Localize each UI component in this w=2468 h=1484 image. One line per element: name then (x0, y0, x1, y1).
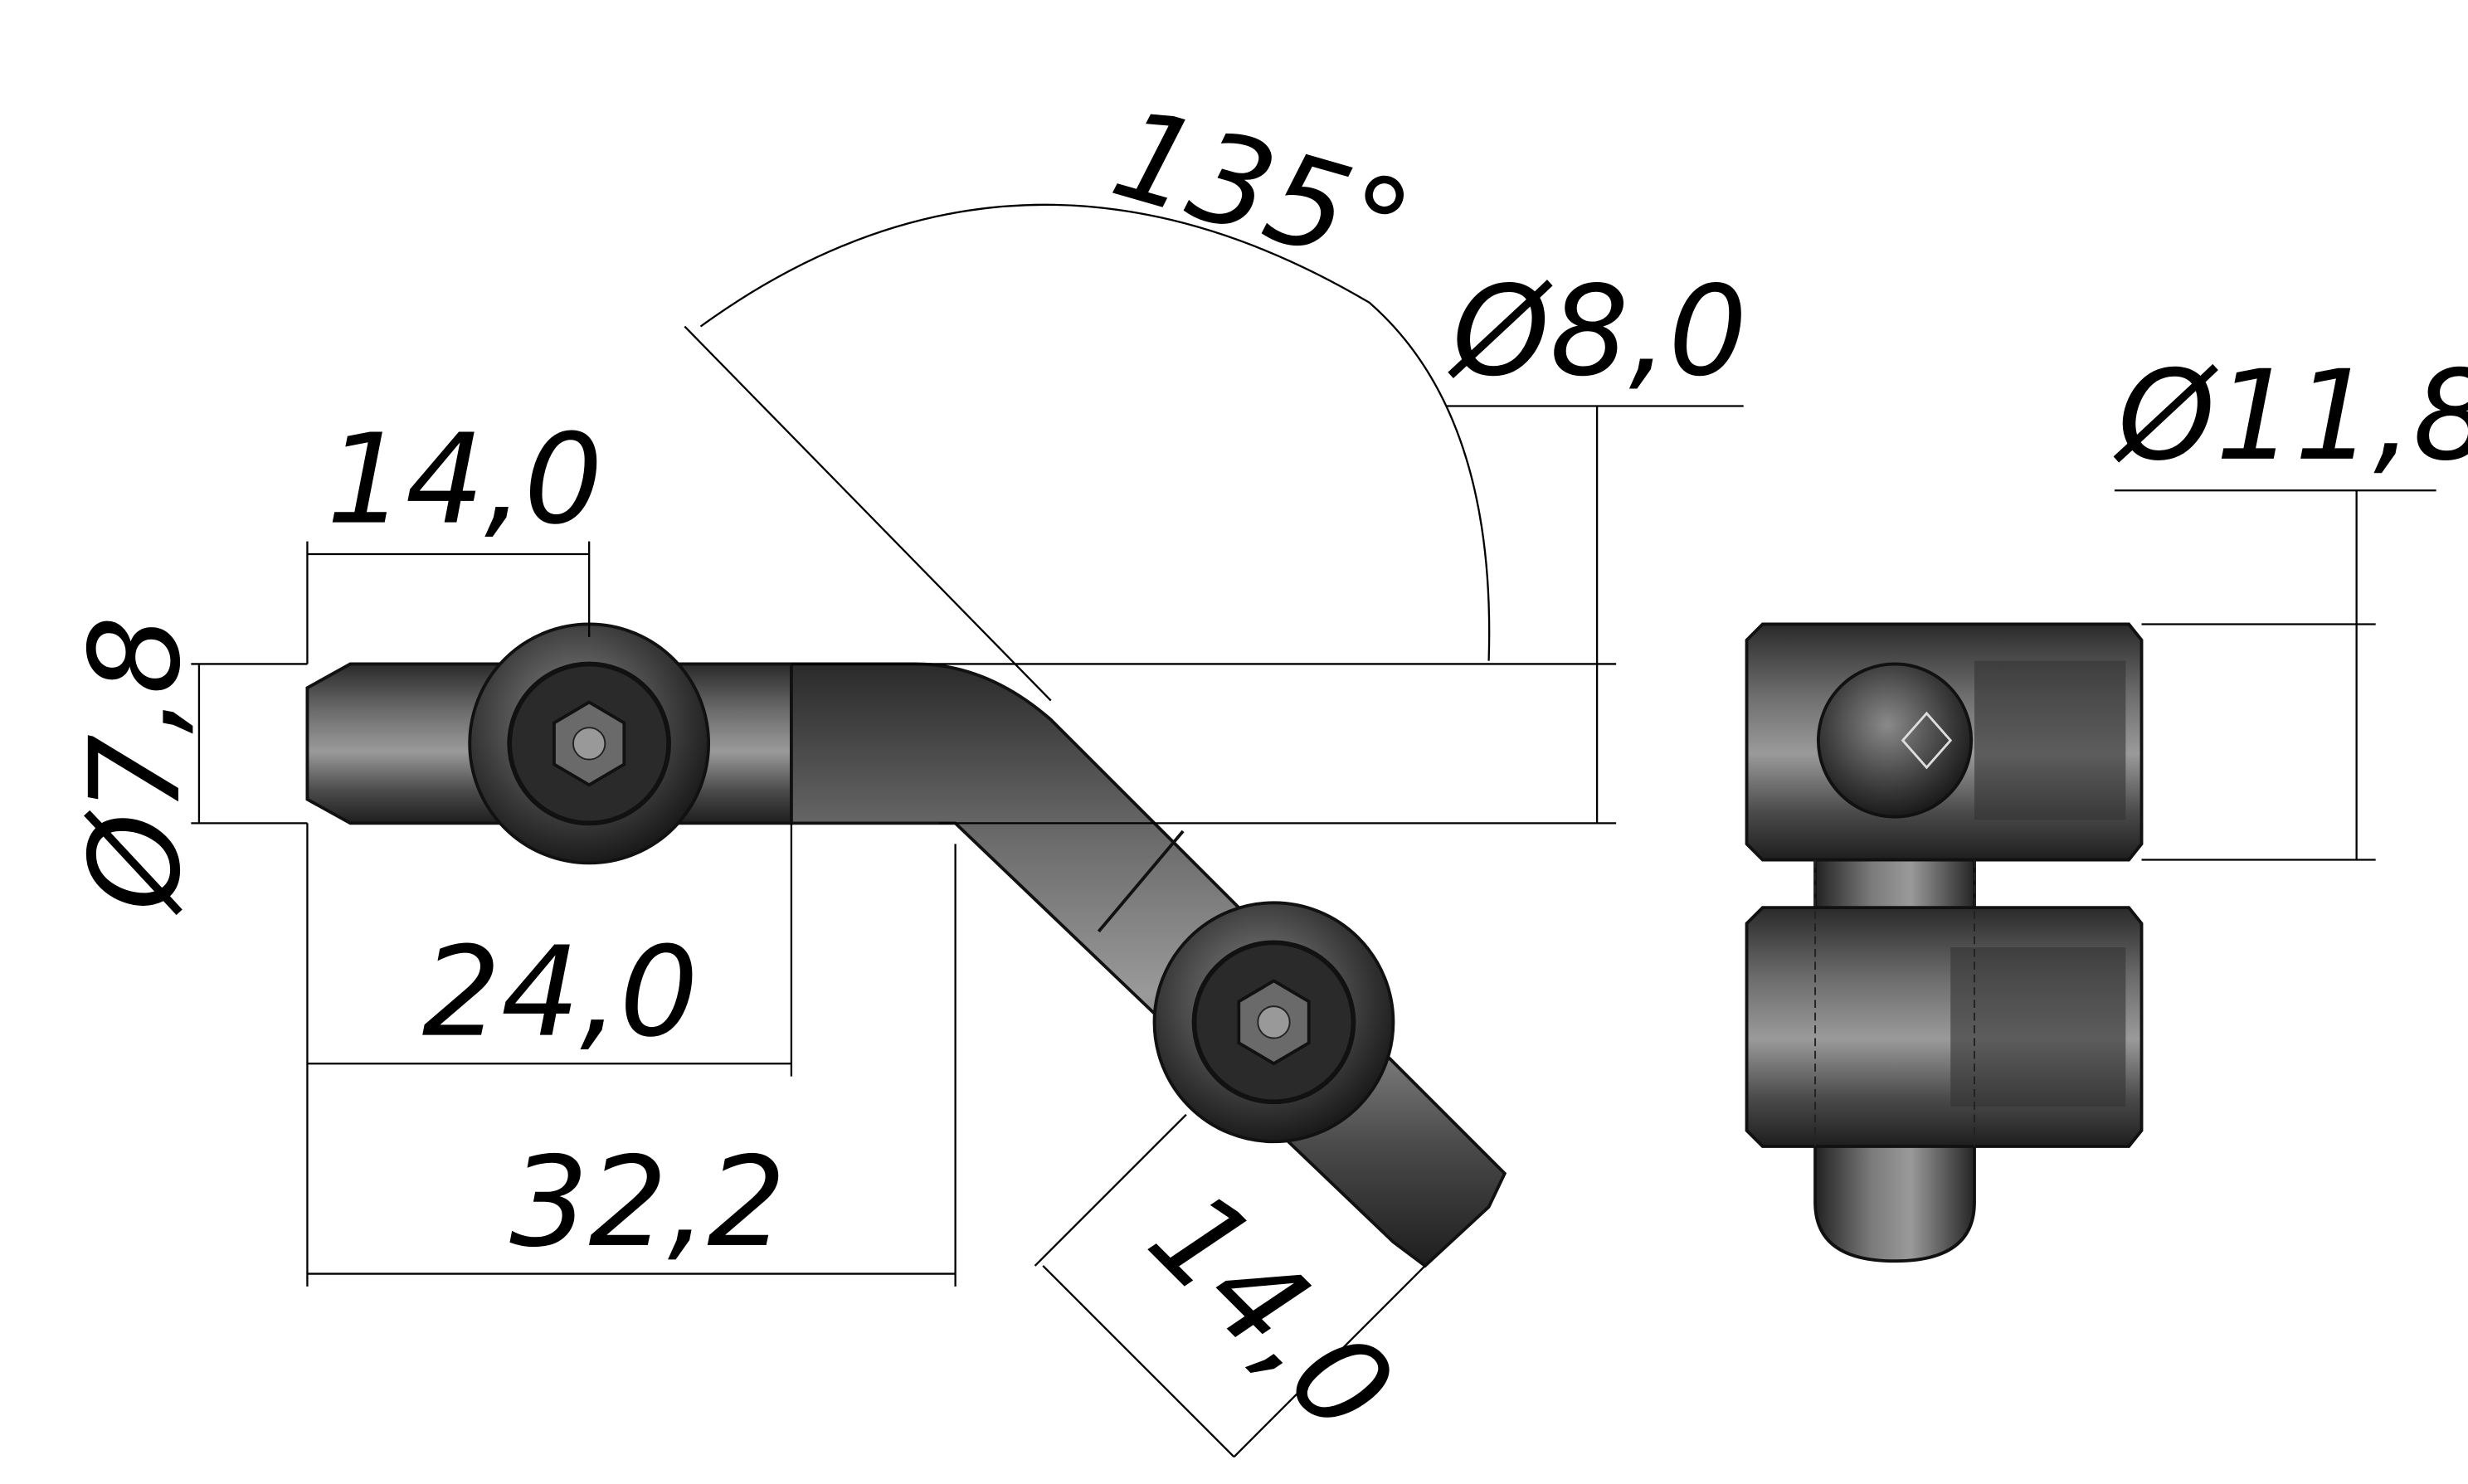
dim-diameter-pin: Ø8,0 (1447, 260, 1747, 404)
dimension-lines (191, 203, 2436, 1458)
side-view (1745, 622, 2144, 1263)
bent-connector (305, 622, 1507, 1268)
dim-length-total: 32,2 (509, 1131, 786, 1275)
bent-tube (790, 662, 1507, 1268)
dim-length-mid: 24,0 (422, 921, 699, 1065)
dim-length-top: 14,0 (326, 408, 602, 552)
dim-diameter-block: Ø11,8 (2113, 344, 2468, 489)
dim-diameter-tube: Ø7,8 (64, 615, 208, 916)
set-screw-1 (468, 622, 711, 865)
set-screw-2 (1152, 901, 1395, 1144)
angle-label: 135° (1098, 81, 1426, 303)
